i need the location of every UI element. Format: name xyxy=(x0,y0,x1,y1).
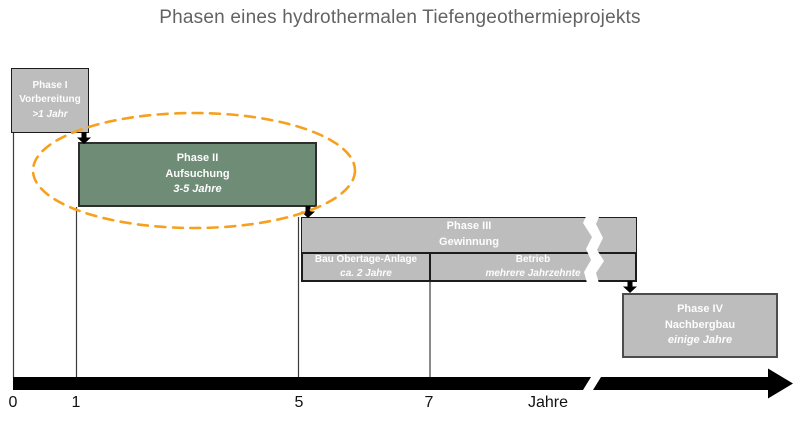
phase-1-box: Phase I Vorbereitung >1 Jahr xyxy=(11,68,89,133)
axis-tick-label-0: 0 xyxy=(8,394,18,411)
phase-3-header-box: Phase III Gewinnung xyxy=(301,217,637,253)
phase-1-duration: >1 Jahr xyxy=(32,108,68,120)
operation-duration: mehrere Jahrzehnte xyxy=(485,268,581,279)
timeline-axis-bar-left xyxy=(13,377,591,390)
operation-activity: Betrieb xyxy=(515,253,551,265)
phase-3-name: Phase III xyxy=(446,220,492,233)
phase-2-activity: Aufsuchung xyxy=(165,167,230,180)
axis-tick-label-1: 1 xyxy=(71,394,81,411)
axis-tick-label-5: 5 xyxy=(294,394,304,411)
phase-4-duration: einige Jahre xyxy=(667,334,733,347)
construction-activity: Bau Obertage-Anlage xyxy=(314,253,418,265)
phase-2-box: Phase II Aufsuchung 3-5 Jahre xyxy=(78,142,317,207)
phase-4-name: Phase IV xyxy=(677,303,723,316)
phase-2-duration: 3-5 Jahre xyxy=(173,183,222,196)
phase-2-name: Phase II xyxy=(176,152,219,165)
axis-unit-label: Jahre xyxy=(527,394,569,411)
phase-3-activity: Gewinnung xyxy=(439,236,499,248)
construction-duration: ca. 2 Jahre xyxy=(340,268,392,279)
phase-3-construction-box: Bau Obertage-Anlage ca. 2 Jahre xyxy=(301,252,431,282)
phase-4-activity: Nachbergbau xyxy=(664,318,736,331)
phase-1-name: Phase I xyxy=(32,80,68,92)
timeline-axis-arrowhead-icon xyxy=(768,368,793,399)
phase-3-operation-box: Betrieb mehrere Jahrzehnte xyxy=(429,252,637,282)
axis-tick-label-7: 7 xyxy=(424,394,434,411)
phase-4-box: Phase IV Nachbergbau einige Jahre xyxy=(622,293,778,358)
phase-1-activity: Vorbereitung xyxy=(19,94,81,106)
timeline-axis-bar-right xyxy=(593,377,770,390)
diagram-title: Phasen eines hydrothermalen Tiefengeothe… xyxy=(159,7,641,28)
connector-arrow-phase3-phase4 xyxy=(623,281,637,293)
